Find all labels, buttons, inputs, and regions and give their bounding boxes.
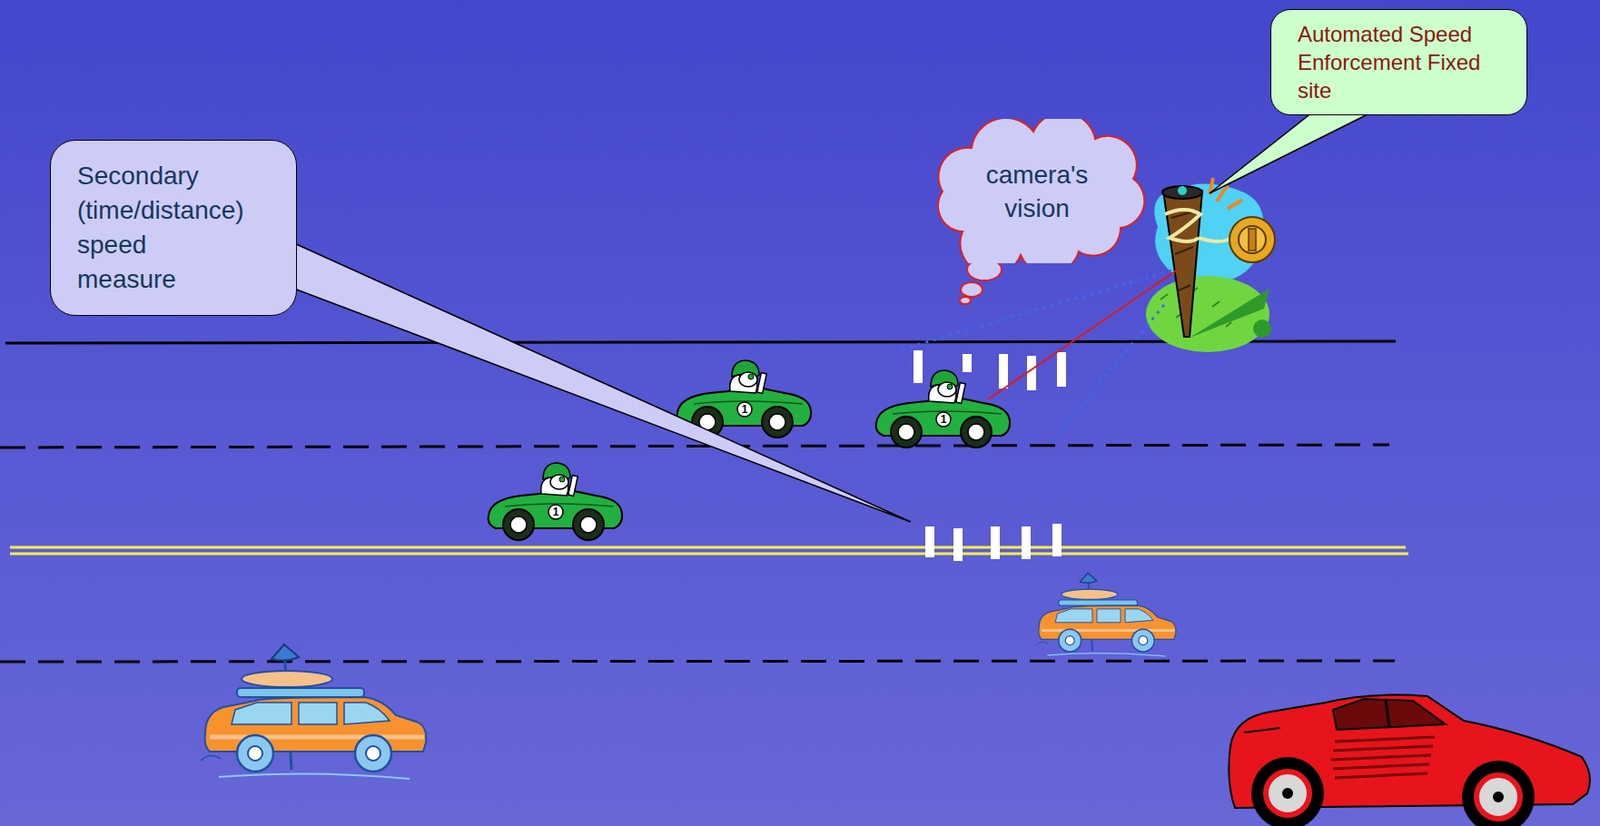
center-line	[9, 553, 1409, 556]
callout-tail	[294, 243, 911, 523]
text-stack: camera's vision	[968, 158, 1106, 226]
callout-tail	[1209, 112, 1372, 194]
text-stack: Automated Speed Enforcement Fixed site	[1297, 19, 1493, 105]
car-number: 1	[738, 403, 751, 416]
race-car	[876, 370, 1010, 448]
callout-box: Automated Speed Enforcement Fixed site	[1270, 9, 1528, 116]
text-stack: Secondary (time/distance) speed measure	[77, 158, 250, 297]
laser-line	[987, 269, 1178, 400]
cloud-outline	[926, 118, 1148, 264]
race-car	[488, 463, 623, 541]
thought-cloud: camera's vision	[926, 118, 1148, 264]
vision-line	[1050, 305, 1165, 444]
center-line	[9, 546, 1406, 550]
car-number: 1	[937, 413, 950, 426]
thought-bubble	[959, 296, 971, 305]
camera-site	[1145, 177, 1275, 353]
callout-text: camera's vision	[968, 158, 1106, 226]
lane-dash	[0, 444, 1390, 448]
car-number: 1	[549, 505, 563, 519]
lane-dash	[0, 661, 1395, 662]
station-wagon	[200, 644, 426, 780]
callout-box: Secondary (time/distance) speed measure	[49, 139, 297, 317]
sports-car	[1228, 695, 1591, 826]
cloud-shape	[938, 118, 1145, 264]
vision-line	[898, 270, 1172, 351]
station-wagon	[1036, 572, 1176, 657]
callout-text: Automated Speed Enforcement Fixed site	[1297, 19, 1493, 105]
thought-bubble	[960, 282, 983, 297]
callout-text: Secondary (time/distance) speed measure	[77, 158, 250, 297]
